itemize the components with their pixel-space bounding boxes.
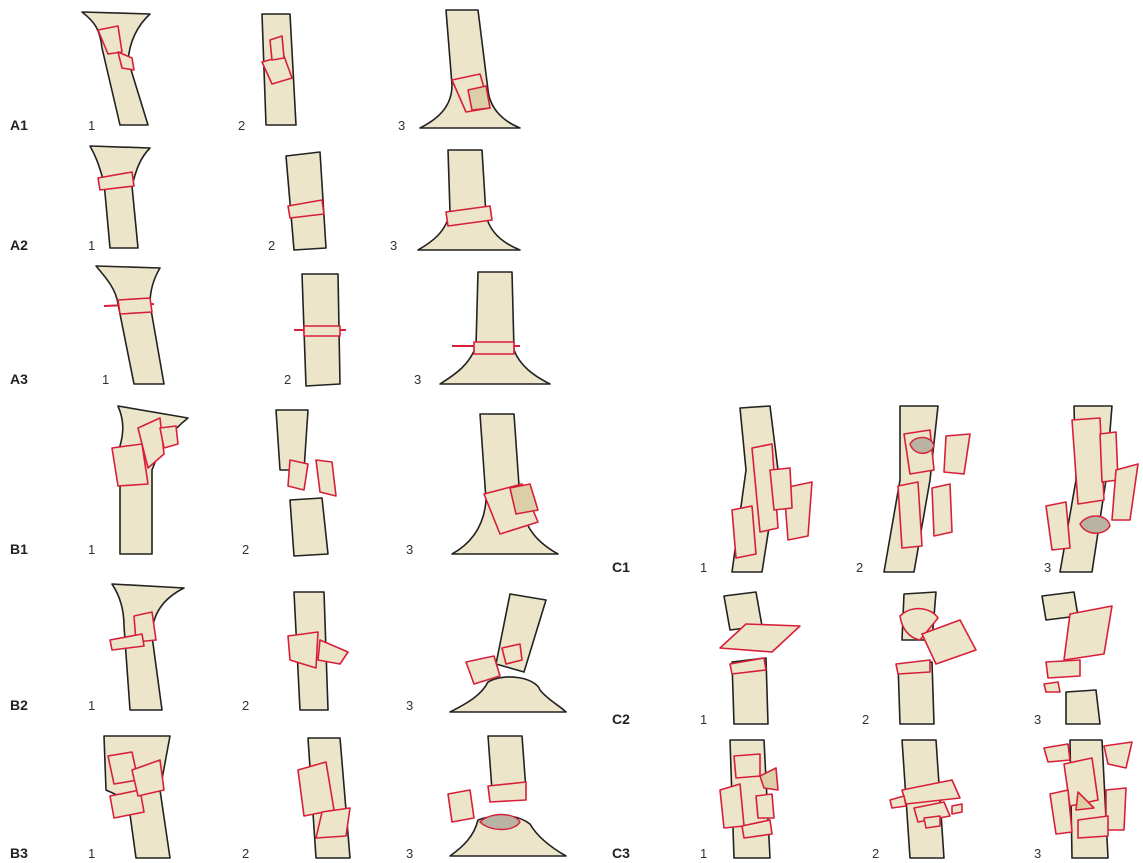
- bone-c3-1: [720, 740, 778, 858]
- row-label-b1: B1: [10, 541, 28, 557]
- bone-c1-2: [884, 406, 970, 572]
- bone-a3-2: [294, 274, 346, 386]
- a3-num-3: 3: [414, 372, 421, 387]
- bone-b3-3: [448, 736, 566, 856]
- a2-num-1: 1: [88, 238, 95, 253]
- bone-b1-3: [452, 414, 558, 554]
- b2-num-1: 1: [88, 698, 95, 713]
- bone-a1-3: [420, 10, 520, 128]
- row-label-c3: C3: [612, 845, 630, 861]
- c3-num-3: 3: [1034, 846, 1041, 861]
- a2-num-2: 2: [268, 238, 275, 253]
- row-label-b3: B3: [10, 845, 28, 861]
- bone-a1-2: [262, 14, 296, 125]
- bone-c2-2: [896, 592, 976, 724]
- bone-a3-3: [440, 272, 550, 384]
- c2-num-3: 3: [1034, 712, 1041, 727]
- c2-num-2: 2: [862, 712, 869, 727]
- b3-num-3: 3: [406, 846, 413, 861]
- bone-b3-1: [104, 736, 170, 858]
- bone-c3-2: [890, 740, 962, 858]
- row-label-a2: A2: [10, 237, 28, 253]
- row-label-c1: C1: [612, 559, 630, 575]
- a1-num-2: 2: [238, 118, 245, 133]
- c3-num-2: 2: [872, 846, 879, 861]
- b2-num-2: 2: [242, 698, 249, 713]
- a1-num-3: 3: [398, 118, 405, 133]
- bone-a1-1: [82, 12, 150, 125]
- c1-num-1: 1: [700, 560, 707, 575]
- a3-num-2: 2: [284, 372, 291, 387]
- bone-c3-3: [1044, 740, 1132, 858]
- c1-num-2: 2: [856, 560, 863, 575]
- row-label-c2: C2: [612, 711, 630, 727]
- bone-a2-3: [418, 150, 520, 250]
- b1-num-1: 1: [88, 542, 95, 557]
- bone-c2-1: [720, 592, 800, 724]
- b2-num-3: 3: [406, 698, 413, 713]
- c3-num-1: 1: [700, 846, 707, 861]
- bone-c1-3: [1046, 406, 1138, 572]
- bone-b1-2: [276, 410, 336, 556]
- b3-num-2: 2: [242, 846, 249, 861]
- c2-num-1: 1: [700, 712, 707, 727]
- a1-num-1: 1: [88, 118, 95, 133]
- bone-b2-3: [450, 594, 566, 712]
- b1-num-3: 3: [406, 542, 413, 557]
- bone-a2-2: [286, 152, 326, 250]
- a2-num-3: 3: [390, 238, 397, 253]
- bone-c1-1: [732, 406, 812, 572]
- b3-num-1: 1: [88, 846, 95, 861]
- row-label-b2: B2: [10, 697, 28, 713]
- bone-b3-2: [298, 738, 350, 858]
- row-label-a1: A1: [10, 117, 28, 133]
- row-label-a3: A3: [10, 371, 28, 387]
- bone-b2-1: [110, 584, 184, 710]
- bone-a2-1: [90, 146, 150, 248]
- a3-num-1: 1: [102, 372, 109, 387]
- bone-b2-2: [288, 592, 348, 710]
- bone-c2-3: [1042, 592, 1112, 724]
- bone-b1-1: [112, 406, 188, 554]
- b1-num-2: 2: [242, 542, 249, 557]
- c1-num-3: 3: [1044, 560, 1051, 575]
- bone-a3-1: [96, 266, 164, 384]
